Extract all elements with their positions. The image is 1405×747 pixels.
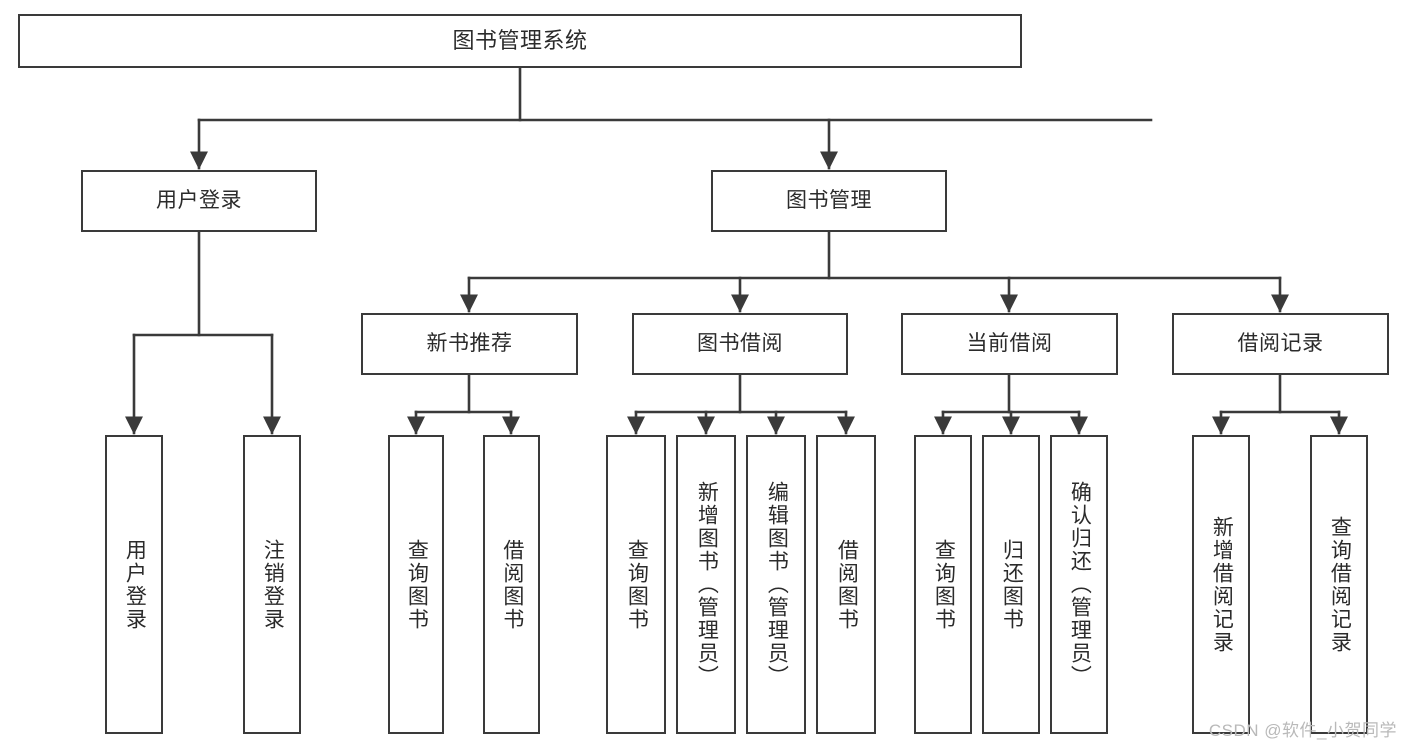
node-book-manage-label: 图书管理 <box>786 189 872 213</box>
node-leaf-borrow-borrow-book-label: 借阅图书 <box>835 538 859 631</box>
node-book-borrow-label: 图书借阅 <box>697 332 783 356</box>
node-leaf-borrow-edit-book-label: 编辑图书（管理员） <box>765 481 789 688</box>
node-book-manage[interactable]: 图书管理 <box>711 170 947 232</box>
node-user-login-label: 用户登录 <box>156 189 242 213</box>
node-leaf-user-logout[interactable]: 注销登录 <box>243 435 301 734</box>
node-leaf-borrow-query-book[interactable]: 查询图书 <box>606 435 666 734</box>
node-leaf-current-return-book-label: 归还图书 <box>1000 538 1024 631</box>
node-leaf-current-query-book[interactable]: 查询图书 <box>914 435 972 734</box>
node-book-borrow[interactable]: 图书借阅 <box>632 313 848 375</box>
node-leaf-record-query[interactable]: 查询借阅记录 <box>1310 435 1368 734</box>
node-user-login[interactable]: 用户登录 <box>81 170 317 232</box>
node-leaf-current-confirm-return[interactable]: 确认归还（管理员） <box>1050 435 1108 734</box>
node-leaf-borrow-query-book-label: 查询图书 <box>625 538 649 631</box>
node-leaf-user-logout-label: 注销登录 <box>261 538 285 631</box>
node-root-label: 图书管理系统 <box>452 27 588 53</box>
node-leaf-rec-borrow-book-label: 借阅图书 <box>500 538 524 631</box>
node-leaf-record-query-label: 查询借阅记录 <box>1328 515 1352 654</box>
node-current-borrow[interactable]: 当前借阅 <box>901 313 1118 375</box>
node-leaf-current-confirm-return-label: 确认归还（管理员） <box>1068 481 1092 688</box>
node-root[interactable]: 图书管理系统 <box>18 14 1022 68</box>
csdn-watermark: CSDN @软件_小贺同学 <box>1208 721 1397 740</box>
node-leaf-rec-query-book-label: 查询图书 <box>405 538 429 631</box>
node-leaf-user-login[interactable]: 用户登录 <box>105 435 163 734</box>
node-leaf-current-query-book-label: 查询图书 <box>932 538 956 631</box>
node-leaf-borrow-borrow-book[interactable]: 借阅图书 <box>816 435 876 734</box>
node-leaf-borrow-add-book-label: 新增图书（管理员） <box>695 481 719 688</box>
node-leaf-record-add-label: 新增借阅记录 <box>1210 515 1234 654</box>
node-leaf-record-add[interactable]: 新增借阅记录 <box>1192 435 1250 734</box>
node-leaf-current-return-book[interactable]: 归还图书 <box>982 435 1040 734</box>
node-borrow-record-label: 借阅记录 <box>1237 332 1324 356</box>
node-leaf-borrow-edit-book[interactable]: 编辑图书（管理员） <box>746 435 806 734</box>
node-new-book-recommend-label: 新书推荐 <box>426 332 513 356</box>
node-leaf-rec-borrow-book[interactable]: 借阅图书 <box>483 435 540 734</box>
node-leaf-borrow-add-book[interactable]: 新增图书（管理员） <box>676 435 736 734</box>
node-leaf-user-login-label: 用户登录 <box>123 538 147 631</box>
node-borrow-record[interactable]: 借阅记录 <box>1172 313 1389 375</box>
node-leaf-rec-query-book[interactable]: 查询图书 <box>388 435 444 734</box>
node-current-borrow-label: 当前借阅 <box>966 332 1053 356</box>
node-new-book-recommend[interactable]: 新书推荐 <box>361 313 578 375</box>
